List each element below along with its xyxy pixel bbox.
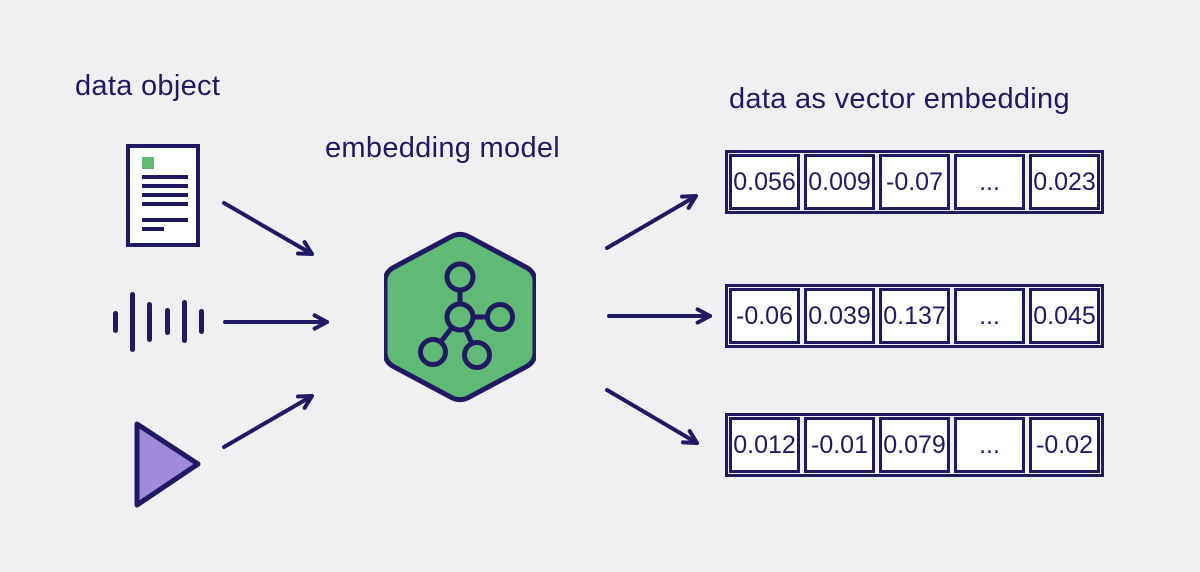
wave-bar	[113, 310, 118, 333]
vector-row: -0.06 0.039 0.137 ... 0.045	[725, 284, 1104, 348]
vector-cell: 0.012	[729, 417, 800, 473]
arrow-document-to-model-icon	[222, 201, 314, 256]
vector-cell: 0.079	[879, 417, 950, 473]
vector-cell: -0.07	[879, 154, 950, 210]
vector-cell-ellipsis: ...	[954, 288, 1025, 344]
vector-cell: 0.045	[1029, 288, 1100, 344]
vector-row: 0.012 -0.01 0.079 ... -0.02	[725, 413, 1104, 477]
wave-bar	[181, 300, 187, 343]
vector-cell: 0.056	[729, 154, 800, 210]
vector-cell: 0.023	[1029, 154, 1100, 210]
data-object-label: data object	[75, 70, 221, 102]
vector-cell: -0.02	[1029, 417, 1100, 473]
vector-cell-ellipsis: ...	[954, 417, 1025, 473]
embedding-model-label: embedding model	[325, 132, 561, 164]
vector-cell: 0.009	[804, 154, 875, 210]
vector-row: 0.056 0.009 -0.07 ... 0.023	[725, 150, 1104, 214]
arrow-model-to-vector2-icon	[607, 307, 712, 325]
network-graph-icon	[418, 261, 515, 370]
vector-embedding-title: data as vector embedding	[729, 83, 1070, 115]
document-icon	[126, 144, 200, 247]
play-triangle-icon	[134, 421, 201, 508]
hexagon-network-icon	[384, 231, 536, 403]
vector-cell: 0.137	[879, 288, 950, 344]
wave-bar	[164, 308, 170, 335]
vector-cell-ellipsis: ...	[954, 154, 1025, 210]
arrow-video-to-model-icon	[222, 394, 314, 449]
wave-bar	[130, 291, 136, 352]
arrow-model-to-vector1-icon	[605, 194, 698, 250]
vector-cell: -0.01	[804, 417, 875, 473]
wave-bar	[198, 309, 204, 334]
vector-cell: -0.06	[729, 288, 800, 344]
audio-waveform-icon	[113, 291, 204, 352]
arrow-audio-to-model-icon	[223, 313, 329, 331]
vector-cell: 0.039	[804, 288, 875, 344]
wave-bar	[147, 301, 153, 342]
arrow-model-to-vector3-icon	[605, 388, 699, 445]
